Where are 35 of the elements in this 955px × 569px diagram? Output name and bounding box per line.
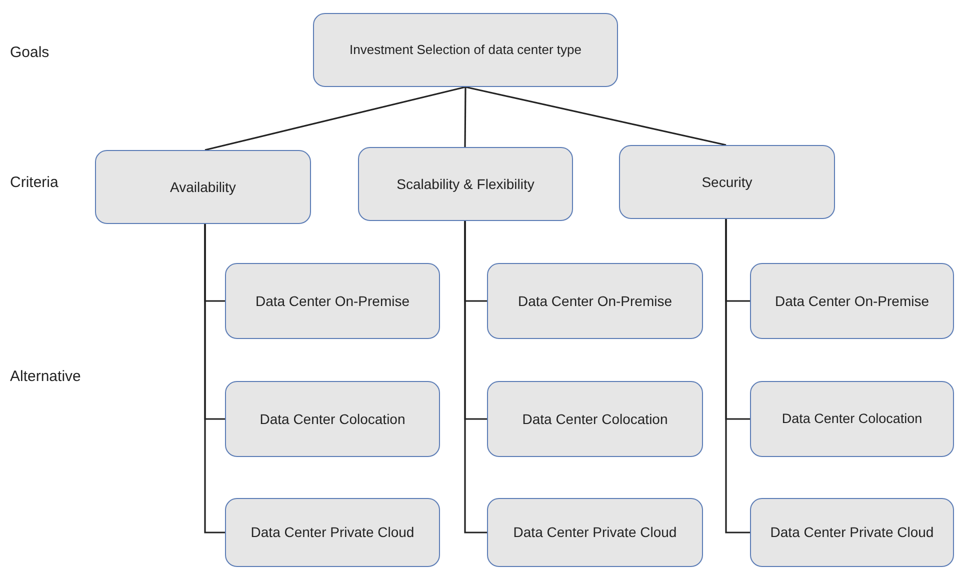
process-box	[487, 498, 703, 567]
node-text: Scalability & Flexibility	[396, 174, 534, 194]
process-box	[619, 145, 835, 219]
process-box	[225, 263, 440, 339]
node-text: Data Center Private Cloud	[770, 523, 934, 542]
level-label: Goals	[10, 44, 50, 61]
node-text: Data Center Private Cloud	[513, 523, 677, 542]
process-box	[95, 150, 311, 224]
node-text: Data Center Private Cloud	[250, 523, 414, 542]
process-box	[487, 381, 703, 457]
goal-box	[313, 13, 618, 87]
node-text: Data Center Colocation	[522, 410, 668, 429]
process-box	[750, 263, 954, 339]
process-box	[225, 498, 440, 567]
connector-line	[464, 87, 466, 147]
node-text: Data Center On-Premise	[774, 292, 930, 311]
node-text: Availability	[170, 178, 236, 197]
level-label: Criteria	[10, 174, 58, 191]
connector-line	[204, 86, 466, 151]
node-text: Data Center Colocation	[260, 410, 406, 429]
connector-line	[204, 224, 225, 534]
node-text: Data Center On-Premise	[518, 292, 672, 311]
connector-line	[464, 221, 487, 534]
connector-line	[725, 219, 750, 534]
connector-line	[465, 86, 726, 146]
process-box	[487, 263, 703, 339]
process-box	[750, 498, 954, 567]
process-box	[225, 381, 440, 457]
level-label: Alternative	[10, 368, 81, 385]
process-box	[358, 147, 573, 221]
node-text: Data Center Colocation	[782, 410, 922, 428]
node-text: Data Center On-Premise	[255, 292, 410, 311]
process-box	[750, 381, 954, 457]
node-text: Investment Selection of data center type	[350, 40, 582, 59]
node-text: Security	[702, 172, 752, 192]
